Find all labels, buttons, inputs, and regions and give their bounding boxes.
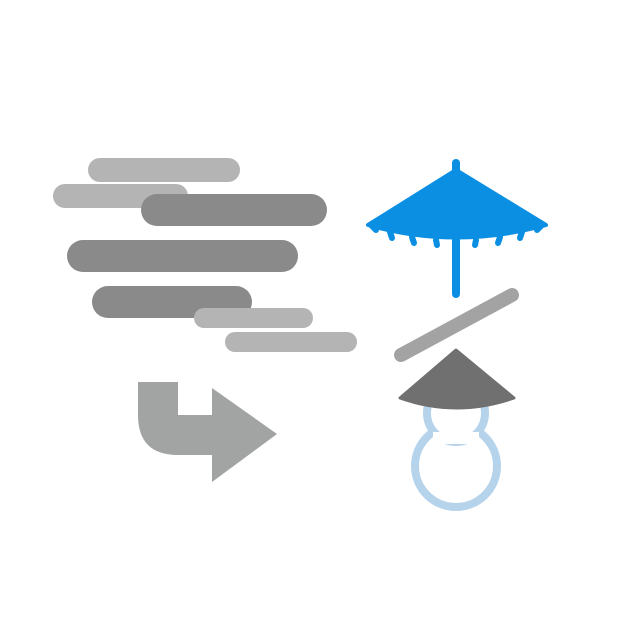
umbrella-icon (366, 159, 548, 298)
hat-icon (398, 348, 516, 410)
fog-icon (53, 158, 357, 352)
slash-divider (394, 288, 519, 362)
snowman-icon (398, 348, 516, 511)
turn-right-arrow-icon (138, 382, 277, 482)
